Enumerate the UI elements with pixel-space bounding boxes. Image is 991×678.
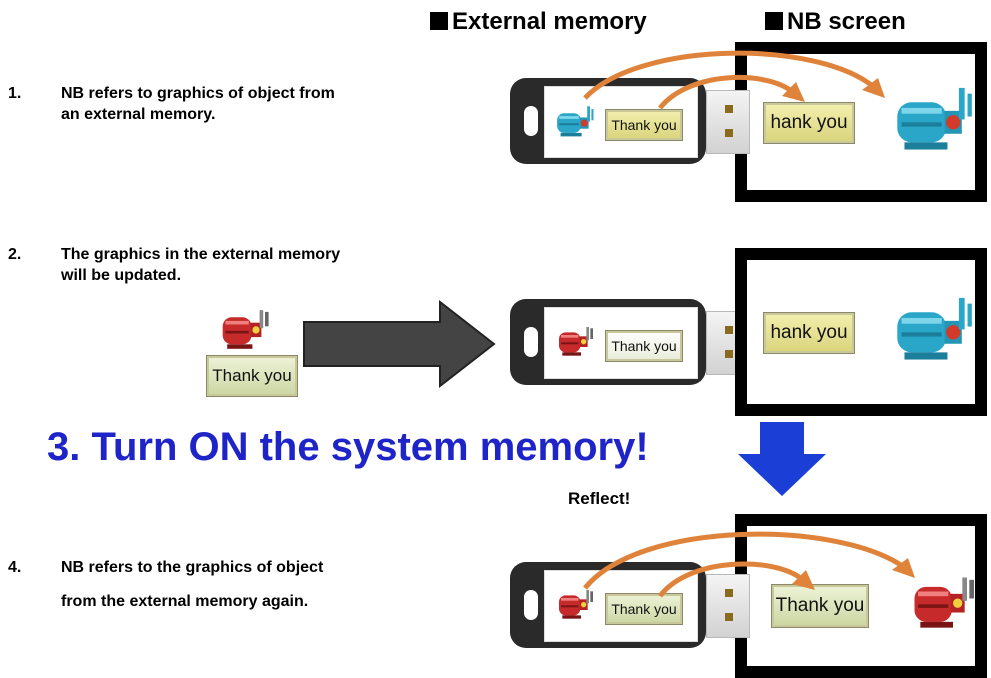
button-label: Thank you	[611, 338, 677, 354]
thank-you-button: hank you	[763, 102, 855, 144]
button-label: Thank you	[212, 366, 292, 385]
nb-screen-1: hank you	[735, 42, 987, 202]
thank-you-button: Thank you	[771, 584, 869, 628]
step-line-2: an external memory.	[61, 106, 216, 123]
thank-you-button: Thank you	[605, 330, 683, 362]
step-number: 2.	[8, 246, 22, 263]
step-number: 4.	[8, 559, 22, 576]
step-line-1: NB refers to the graphics of object	[61, 559, 324, 576]
step-line-1: NB refers to graphics of object from	[61, 85, 335, 102]
button-label: hank you	[770, 112, 848, 133]
step-3-heading: 3. Turn ON the system memory!	[47, 425, 649, 469]
square-bullet-icon	[765, 12, 783, 30]
thank-you-button: Thank you	[605, 593, 683, 625]
button-label: Thank you	[611, 117, 677, 133]
right-arrow-icon	[303, 300, 496, 389]
square-bullet-icon	[430, 12, 448, 30]
thank-you-button: hank you	[763, 312, 855, 354]
button-label: Thank you	[611, 601, 677, 617]
reflect-label: Reflect!	[568, 489, 631, 508]
thank-you-button: Thank you	[605, 109, 683, 141]
usb-drive-icon: Thank you	[510, 562, 750, 650]
button-label: Thank you	[775, 595, 865, 616]
down-arrow-icon	[738, 422, 826, 496]
usb-memory-contents: Thank you	[544, 570, 698, 642]
step-line-2: will be updated.	[61, 267, 182, 284]
nb-screen-header-label: NB screen	[787, 8, 906, 35]
external-memory-header-label: External memory	[452, 8, 647, 35]
nb-screen-2: hank you	[735, 248, 987, 416]
external-memory-header: External memory	[430, 8, 647, 36]
button-label: hank you	[770, 322, 848, 343]
nb-screen-header: NB screen	[765, 8, 906, 36]
usb-drive-icon: Thank you	[510, 78, 750, 166]
usb-memory-contents: Thank you	[544, 307, 698, 379]
thank-you-button: Thank you	[206, 355, 298, 397]
step-line-2: from the external memory again.	[61, 593, 309, 610]
step-line-1: The graphics in the external memory	[61, 246, 341, 263]
step-number: 1.	[8, 85, 22, 102]
